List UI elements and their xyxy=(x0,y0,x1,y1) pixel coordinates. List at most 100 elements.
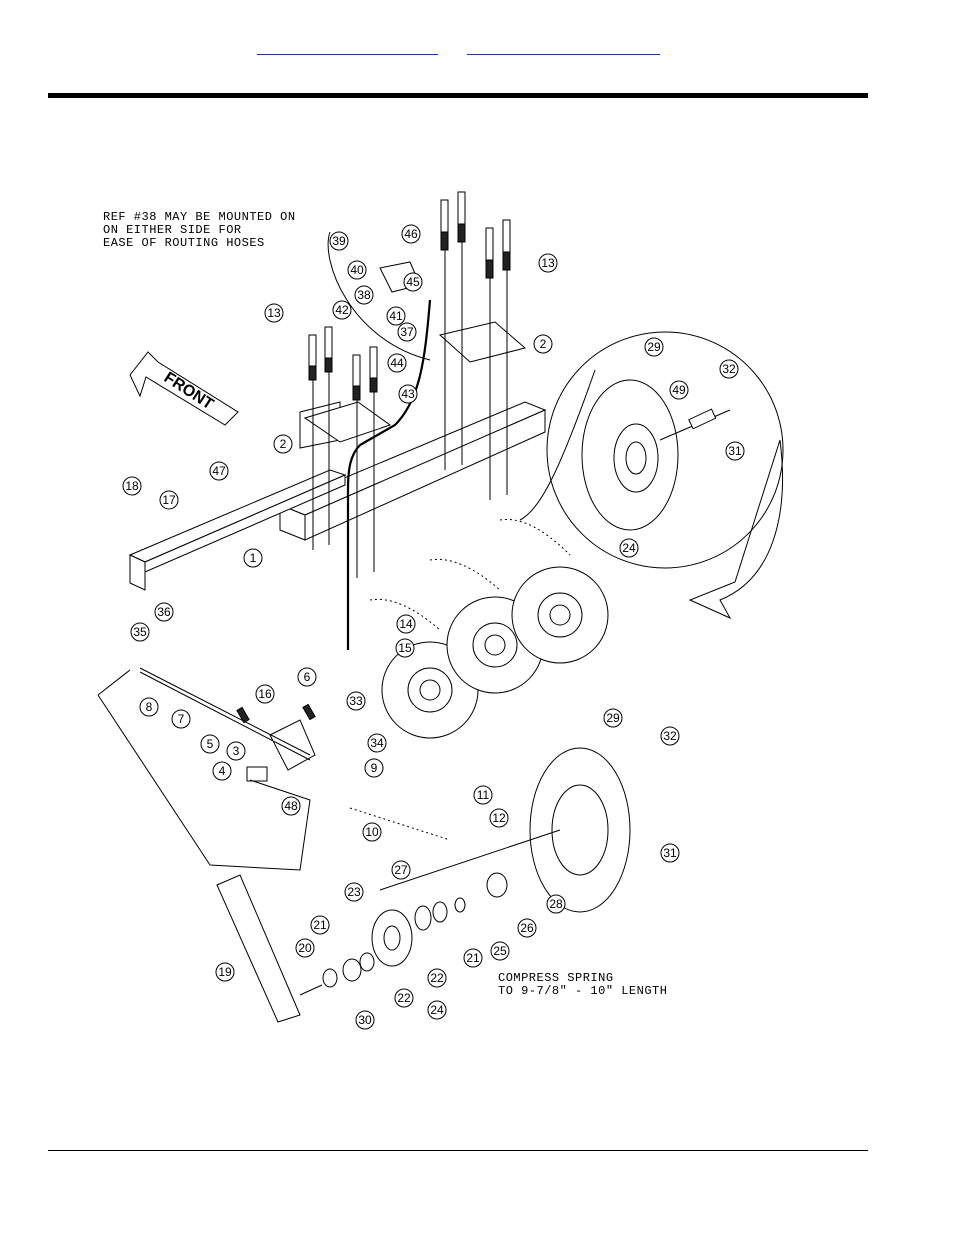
bottom-rule xyxy=(48,1150,868,1151)
callout-number: 45 xyxy=(406,275,420,289)
callout-number: 32 xyxy=(722,362,736,376)
callout-bubble xyxy=(347,260,367,280)
callout-number: 48 xyxy=(284,799,298,813)
callout-number: 24 xyxy=(430,1003,444,1017)
callout-number: 7 xyxy=(178,712,185,726)
callout-bubble xyxy=(209,461,229,481)
mount-bracket xyxy=(128,469,347,591)
callout-number: 5 xyxy=(207,737,214,751)
callout-bubble xyxy=(517,918,537,938)
callout-number: 17 xyxy=(162,493,176,507)
callout-bubble xyxy=(538,253,558,273)
callout-bubble xyxy=(391,860,411,880)
callout-bubble xyxy=(215,962,235,982)
callout-bubble xyxy=(427,1000,447,1020)
plate-front xyxy=(303,401,392,443)
callout-number: 12 xyxy=(492,811,506,825)
detail-view xyxy=(546,331,784,569)
callout-bubble xyxy=(398,384,418,404)
callout-number: 23 xyxy=(347,885,361,899)
callout-number: 10 xyxy=(365,825,379,839)
front-arrow: FRONT xyxy=(129,351,239,426)
callout-bubble xyxy=(463,948,483,968)
exploded-disc xyxy=(379,747,631,913)
callout-number: 22 xyxy=(430,971,444,985)
callout-number: 15 xyxy=(398,641,412,655)
callout-bubble xyxy=(344,882,364,902)
callout-bubble xyxy=(367,733,387,753)
callout-number: 38 xyxy=(357,288,371,302)
callout-bubble xyxy=(490,941,510,961)
pivot-assembly xyxy=(139,667,451,841)
callout-bubble xyxy=(171,709,191,729)
callout-number: 26 xyxy=(520,921,534,935)
callout-number: 20 xyxy=(298,941,312,955)
callout-number: 19 xyxy=(218,965,232,979)
callout-number: 42 xyxy=(335,303,349,317)
callout-bubble xyxy=(403,272,423,292)
callout-number: 29 xyxy=(647,340,661,354)
callout-number: 18 xyxy=(125,479,139,493)
header-link-2[interactable] xyxy=(467,40,660,55)
callout-number: 29 xyxy=(606,711,620,725)
callout-number: 13 xyxy=(541,256,555,270)
spring-note-line-1: COMPRESS SPRING xyxy=(498,971,614,985)
callout-number: 11 xyxy=(477,788,490,802)
callout-bubble xyxy=(139,697,159,717)
callout-number: 46 xyxy=(404,227,418,241)
header-link-1[interactable] xyxy=(257,40,438,55)
callout-bubble xyxy=(200,734,220,754)
callout-bubble xyxy=(395,638,415,658)
callout-number: 34 xyxy=(370,736,384,750)
callout-bubble xyxy=(130,622,150,642)
plate-rear xyxy=(438,321,527,363)
callout-bubble xyxy=(401,224,421,244)
callout-number: 22 xyxy=(397,991,411,1005)
callout-bubble xyxy=(255,684,275,704)
callout-number: 32 xyxy=(663,729,677,743)
detail-leader xyxy=(519,369,596,521)
bolts-front xyxy=(308,326,378,578)
wire-outline xyxy=(97,669,311,871)
callout-number: 3 xyxy=(233,744,240,758)
callout-number: 44 xyxy=(390,356,404,370)
callout-number: 43 xyxy=(401,387,415,401)
callout-number: 36 xyxy=(157,605,171,619)
callout-number: 6 xyxy=(304,670,311,684)
callout-bubble xyxy=(159,490,179,510)
callout-bubble xyxy=(533,334,553,354)
callout-number: 33 xyxy=(349,694,363,708)
hub-assembly xyxy=(322,872,508,988)
callout-number: 31 xyxy=(663,846,677,860)
callout-bubble xyxy=(427,968,447,988)
callout-number: 37 xyxy=(400,325,414,339)
callout-bubble xyxy=(362,822,382,842)
spindle-arm xyxy=(216,874,323,1023)
callout-bubble xyxy=(332,300,352,320)
callout-bubble xyxy=(546,894,566,914)
callout-number: 49 xyxy=(672,383,686,397)
disc-blades xyxy=(381,566,609,739)
ref-note-line-1: REF #38 MAY BE MOUNTED ON xyxy=(103,210,296,224)
callout-bubble xyxy=(386,306,406,326)
callout-bubble xyxy=(364,758,384,778)
callout-number: 47 xyxy=(212,464,226,478)
callout-bubble xyxy=(329,231,349,251)
callout-number: 13 xyxy=(267,306,281,320)
ref-note-line-3: EASE OF ROUTING HOSES xyxy=(103,236,265,250)
callout-number: 21 xyxy=(313,918,327,932)
callout-bubble xyxy=(660,726,680,746)
callout-bubble xyxy=(212,761,232,781)
callout-bubble xyxy=(281,796,301,816)
callout-number: 24 xyxy=(622,541,636,555)
callout-bubble xyxy=(154,602,174,622)
callout-number: 16 xyxy=(258,687,272,701)
callout-bubble xyxy=(669,380,689,400)
callout-bubble xyxy=(603,708,623,728)
callout-bubble xyxy=(397,322,417,342)
callout-bubble xyxy=(122,476,142,496)
callout-number: 39 xyxy=(332,234,346,248)
ref-leader xyxy=(327,231,431,361)
callout-bubble xyxy=(725,441,745,461)
